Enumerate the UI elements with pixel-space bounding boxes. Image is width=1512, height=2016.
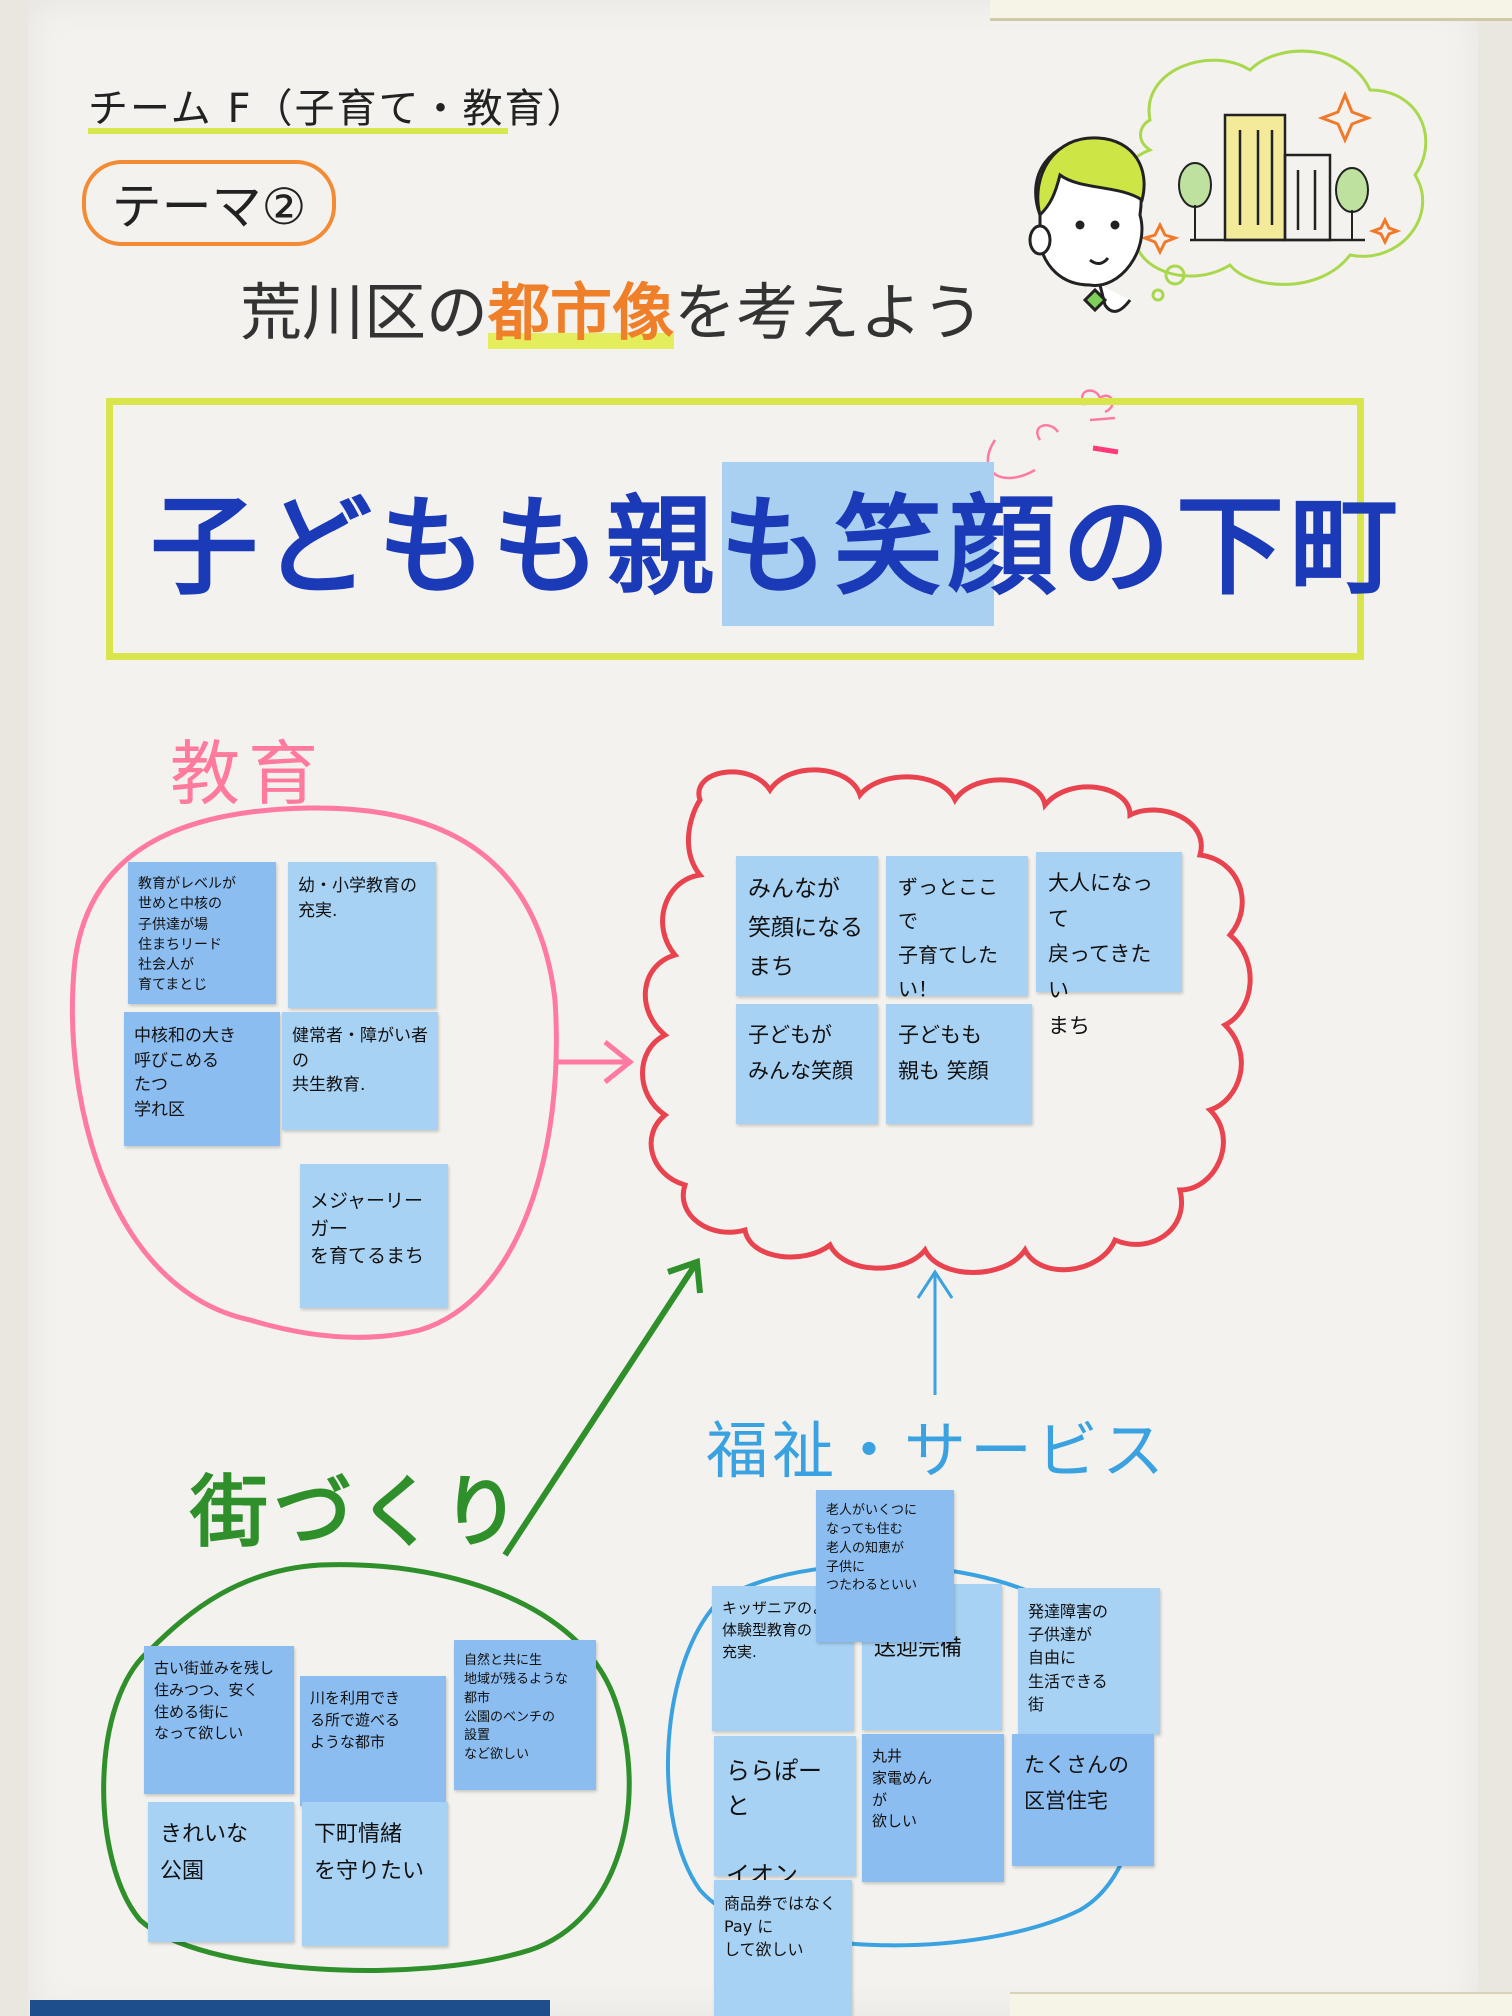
education-heading: 教育 bbox=[170, 733, 326, 815]
sparkle-icon bbox=[1140, 91, 1402, 256]
vision-frame bbox=[106, 398, 1364, 660]
subtitle-suffix: を考えよう bbox=[674, 276, 985, 349]
town-heading: 街づくり bbox=[190, 1468, 527, 1558]
vision-note: 大人になって 戻ってきたい まち bbox=[1036, 852, 1182, 1038]
arrow-town-to-vision bbox=[502, 1257, 703, 1557]
welfare-heading: 福祉・サービス bbox=[706, 1414, 1169, 1487]
building-icon bbox=[1190, 113, 1365, 242]
thinking-person-icon bbox=[1028, 136, 1146, 313]
subtitle-highlight: 都市像 bbox=[488, 276, 675, 349]
welfare-note: 発達障害の 子供達が 自由に 生活できる 街 bbox=[1018, 1588, 1160, 1734]
tree-icon bbox=[1178, 162, 1369, 240]
vision-note: 子どもが みんな笑顔 bbox=[736, 1004, 878, 1124]
vision-note: 子どもも 親も 笑顔 bbox=[886, 1004, 1032, 1124]
town-note: きれいな 公園 bbox=[148, 1802, 294, 1942]
education-note: 中核和の大き 呼びこめる たつ 学れ区 bbox=[124, 1012, 280, 1146]
town-circle bbox=[101, 1562, 632, 1973]
vision-note: ずっとここで 子育てしたい！ bbox=[886, 856, 1028, 1001]
arrow-education-to-vision bbox=[555, 1040, 635, 1084]
welfare-note: ららぽーと イオン bbox=[714, 1736, 856, 1889]
team-title-underline bbox=[88, 128, 508, 134]
welfare-note: 商品券ではなく Pay に して欲しい bbox=[714, 1880, 852, 2016]
education-note: 健常者・障がい者 の 共生教育. bbox=[282, 1012, 438, 1130]
welfare-circle bbox=[666, 1563, 1142, 1948]
vision-cloud bbox=[640, 767, 1253, 1275]
team-title: チーム F（子育て・教育） bbox=[88, 86, 589, 132]
subtitle-prefix: 荒川区の bbox=[240, 276, 489, 349]
vision-statement: 子どもも親も笑顔の下町 bbox=[150, 485, 1405, 610]
education-note: 幼・小学教育の 充実. bbox=[288, 862, 436, 1008]
education-note: メジャーリーガー を育てるまち bbox=[300, 1164, 448, 1308]
wall-paper-tab bbox=[990, 0, 1512, 21]
vision-note: みんなが 笑顔になる まち bbox=[736, 856, 878, 996]
town-note: 下町情緒 を守りたい bbox=[302, 1802, 448, 1946]
town-note: 古い街並みを残し 住みつつ、安く 住める街に なって欲しい bbox=[144, 1646, 294, 1794]
welfare-note: 老人がいくつに なっても住む 老人の知恵が 子供に つたわるといい bbox=[816, 1490, 954, 1642]
arrow-welfare-to-vision bbox=[916, 1269, 954, 1395]
welfare-note: たくさんの 区営住宅 bbox=[1012, 1734, 1154, 1866]
town-note: 自然と共に生 地域が残るような 都市 公園のベンチの 設置 など欲しい bbox=[454, 1640, 596, 1790]
theme-label-text: テーマ② bbox=[111, 178, 307, 236]
town-note: 川を利用でき る所で遊べる ような都市 bbox=[300, 1676, 446, 1806]
subtitle: 荒川区の都市像を考えよう bbox=[240, 262, 984, 352]
theme-label: テーマ② bbox=[82, 160, 336, 246]
vision-highlight-sticky bbox=[722, 462, 994, 626]
bottom-paper-tab bbox=[1010, 1992, 1512, 2016]
welfare-note: 丸井 家電めん が 欲しい bbox=[862, 1734, 1004, 1882]
bottom-strip bbox=[30, 2000, 550, 2016]
emotion-scribble bbox=[986, 389, 1119, 480]
education-note: 教育がレベルが 世めと中核の 子供達が場 住まちリード 社会人が 育てまとじ bbox=[128, 862, 276, 1004]
education-circle bbox=[70, 805, 559, 1340]
